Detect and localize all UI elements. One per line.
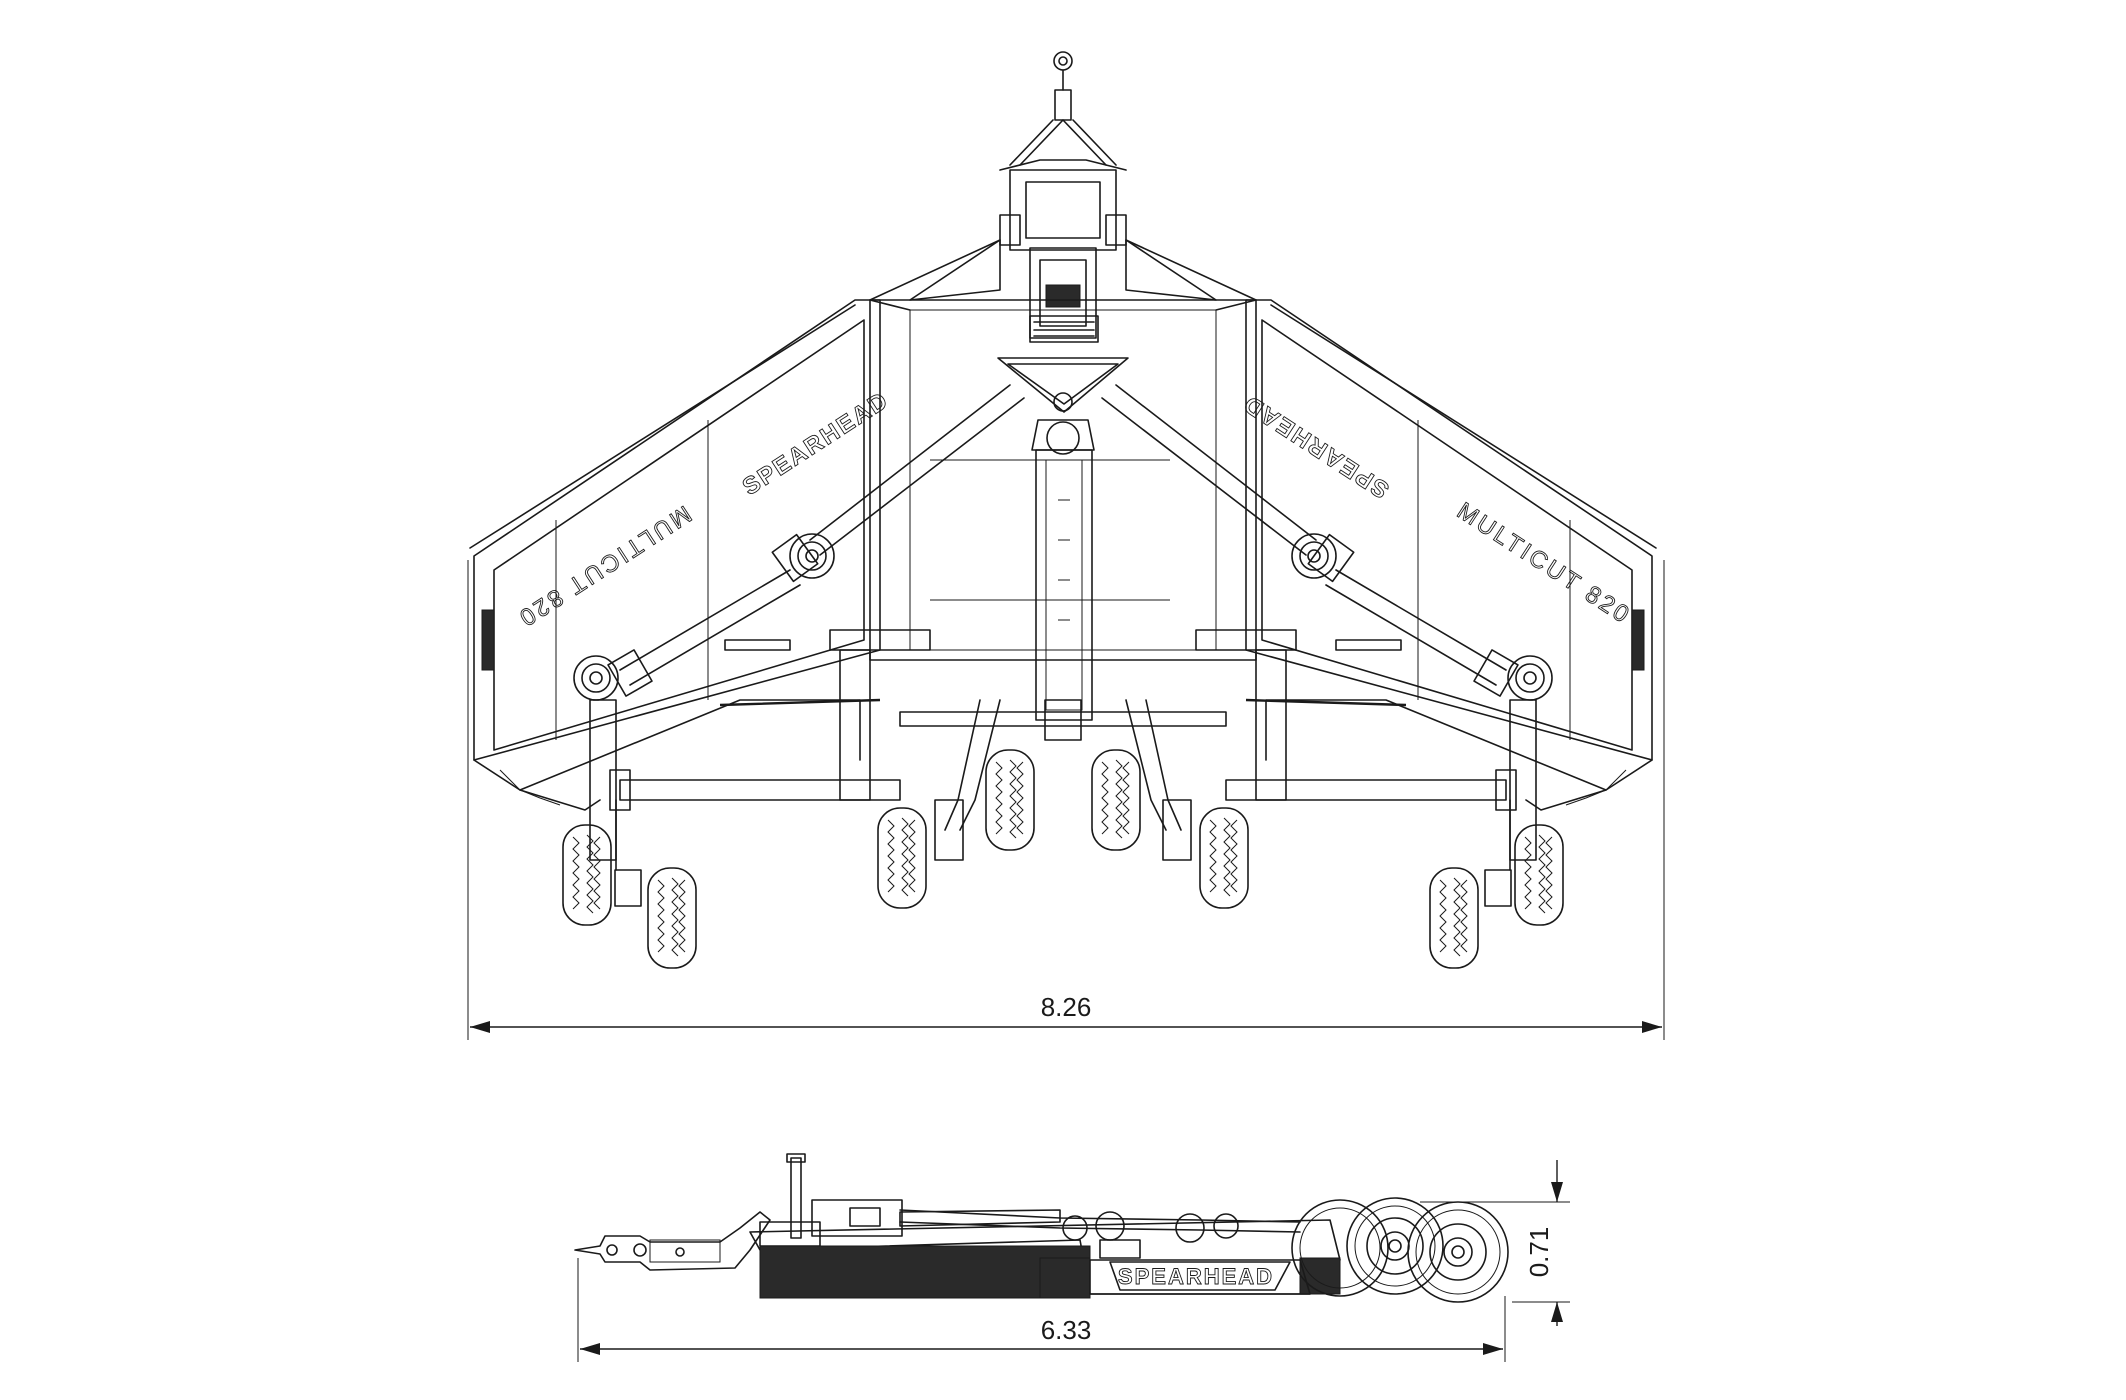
height-dimension: 0.71 <box>1420 1160 1570 1326</box>
center-deck <box>869 239 1257 661</box>
center-gearbox <box>997 357 1129 455</box>
top-view: SPEARHEAD MULTICUT 820 SPEARHEAD MULTICU… <box>467 51 1665 1040</box>
right-wing-deck <box>1245 299 1657 811</box>
headstock <box>999 169 1127 343</box>
side-brand-plate: SPEARHEAD <box>1109 1261 1291 1291</box>
side-view: SPEARHEAD 6.33 <box>574 1153 1570 1362</box>
height-dimension-label: 0.71 <box>1524 1227 1554 1278</box>
right-wing-markings: SPEARHEAD MULTICUT 820 <box>1237 389 1636 631</box>
wheels <box>562 749 1564 969</box>
length-dimension: 6.33 <box>577 1258 1506 1362</box>
hitch-drawbar <box>999 51 1127 171</box>
rear-axle-frame <box>589 629 1537 907</box>
model-marking-left: MULTICUT 820 <box>512 500 696 633</box>
side-driveshaft <box>899 1209 1301 1259</box>
side-main-body <box>749 1199 1341 1299</box>
right-driveshaft <box>1101 384 1553 701</box>
side-wheels <box>1291 1197 1509 1303</box>
left-wing-deck <box>469 299 881 811</box>
side-mast <box>786 1153 806 1239</box>
length-dimension-label: 6.33 <box>1041 1315 1092 1345</box>
width-dimension-label: 8.26 <box>1041 992 1092 1022</box>
center-frame <box>1035 449 1093 721</box>
side-drawbar <box>574 1211 771 1271</box>
left-wing-markings: SPEARHEAD MULTICUT 820 <box>512 386 895 633</box>
width-dimension: 8.26 <box>467 560 1665 1040</box>
side-brand-marking: SPEARHEAD <box>1118 1264 1274 1289</box>
left-driveshaft <box>573 384 1025 701</box>
